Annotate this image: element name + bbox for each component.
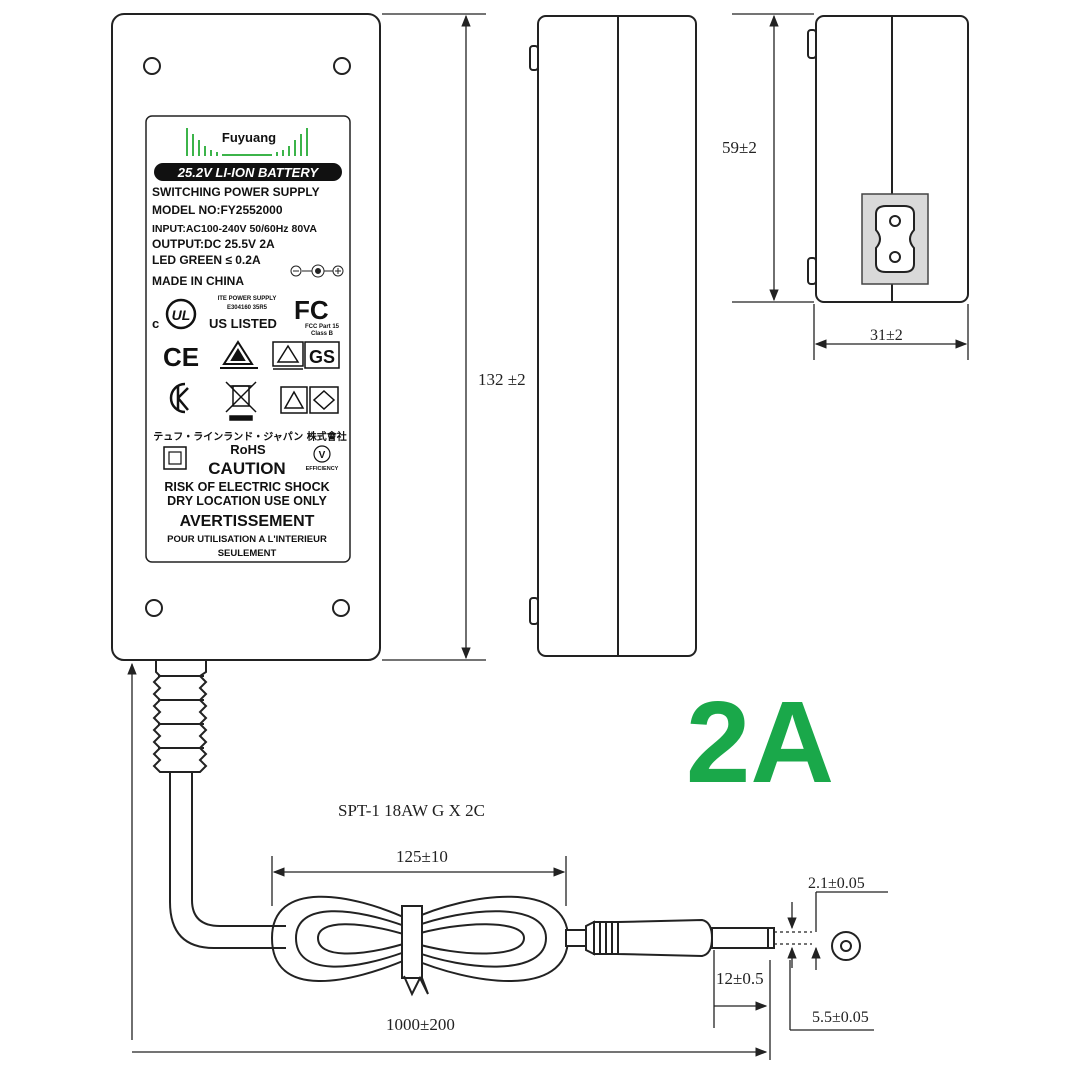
ul-small-text-2: E304160 35R5	[227, 305, 268, 311]
ul-certification-icon: UL c US LISTED ITE POWER SUPPLY E304160 …	[152, 296, 277, 331]
plug-length-dimension	[713, 950, 768, 1028]
rohs-text: RoHS	[230, 442, 266, 457]
adapter-front-view	[111, 13, 381, 661]
label-line-4: OUTPUT:DC 25.5V 2A	[152, 237, 275, 251]
svg-text:FC: FC	[294, 295, 329, 325]
pin-inner-dimension	[787, 891, 888, 968]
banner-text: 25.2V LI-ION BATTERY	[177, 165, 320, 180]
ce-icon: CE	[163, 342, 199, 372]
width-dimension	[813, 304, 969, 360]
plug-end-view-icon	[831, 931, 861, 961]
brand-name: Fuyuang	[222, 130, 276, 145]
coil-dimension	[271, 856, 567, 906]
length-dimension	[382, 13, 486, 661]
height-label: 59±2	[722, 138, 757, 157]
gs-icon: GS	[304, 341, 340, 369]
ul-listed-text: US LISTED	[209, 316, 277, 331]
caution-text: CAUTION	[208, 459, 285, 478]
warning-line-2: DRY LOCATION USE ONLY	[167, 494, 327, 508]
french-line-1: POUR UTILISATION A L'INTERIEUR	[167, 534, 327, 545]
efficiency-icon: V EFFICIENCY	[306, 445, 339, 472]
length-label: 132 ±2	[478, 370, 526, 389]
kc-icon	[169, 382, 189, 414]
brand-logo-bars	[186, 128, 308, 156]
fcc-icon: FC FCC Part 15 Class B	[294, 295, 340, 337]
fcc-small-2: Class B	[311, 331, 334, 337]
fcc-small-1: FCC Part 15	[305, 324, 340, 330]
label-line-1: SWITCHING POWER SUPPLY	[152, 185, 320, 199]
plug-length-label: 12±0.5	[716, 969, 764, 988]
cable-coil	[270, 895, 570, 997]
pin-outer-dimension	[789, 946, 874, 1031]
coil-label: 125±10	[396, 847, 448, 866]
cable-length-dimension	[127, 662, 771, 1060]
ul-small-text-1: ITE POWER SUPPLY	[218, 296, 277, 302]
polarity-icon	[290, 264, 344, 278]
efficiency-text: EFFICIENCY	[306, 466, 339, 472]
pin-outer-label: 5.5±0.05	[812, 1009, 869, 1026]
weee-bin-icon	[225, 381, 257, 421]
width-label: 31±2	[870, 327, 903, 344]
efficiency-level: V	[319, 450, 326, 461]
svg-text:UL: UL	[172, 307, 191, 323]
label-line-3: INPUT:AC100-240V 50/60Hz 80VA	[152, 223, 317, 235]
banner-bg	[154, 163, 342, 181]
saa-triangle-icon	[220, 340, 258, 369]
current-badge: 2A	[686, 677, 834, 807]
japanese-text: テュフ・ラインランド・ジャパン 株式會社	[153, 430, 346, 443]
svg-text:GS: GS	[309, 347, 335, 367]
pse-diamond-icon	[280, 386, 339, 414]
warning-line-1: RISK OF ELECTRIC SHOCK	[164, 480, 329, 494]
label-line-2: MODEL NO:FY2552000	[152, 203, 283, 217]
cable-length-label: 1000±200	[386, 1015, 455, 1034]
ac-inlet-icon	[861, 193, 929, 285]
french-line-2: SEULEMENT	[218, 548, 277, 559]
svg-text:c: c	[152, 316, 159, 331]
pse-icon	[272, 341, 304, 370]
label-line-6: MADE IN CHINA	[152, 274, 244, 288]
product-label: Fuyuang 25.2V LI-ION BATTERY SWITCHING P…	[145, 115, 351, 563]
strain-relief	[152, 659, 208, 773]
cable-type-label: SPT-1 18AW G X 2C	[338, 801, 485, 820]
avertissement-text: AVERTISSEMENT	[180, 513, 315, 530]
double-insulation-icon	[163, 446, 187, 470]
label-line-5: LED GREEN ≤ 0.2A	[152, 253, 261, 267]
cable	[169, 772, 286, 949]
height-dimension	[732, 13, 814, 303]
adapter-side-view	[529, 15, 697, 657]
dc-plug	[565, 918, 812, 958]
pin-inner-label: 2.1±0.05	[808, 875, 865, 892]
